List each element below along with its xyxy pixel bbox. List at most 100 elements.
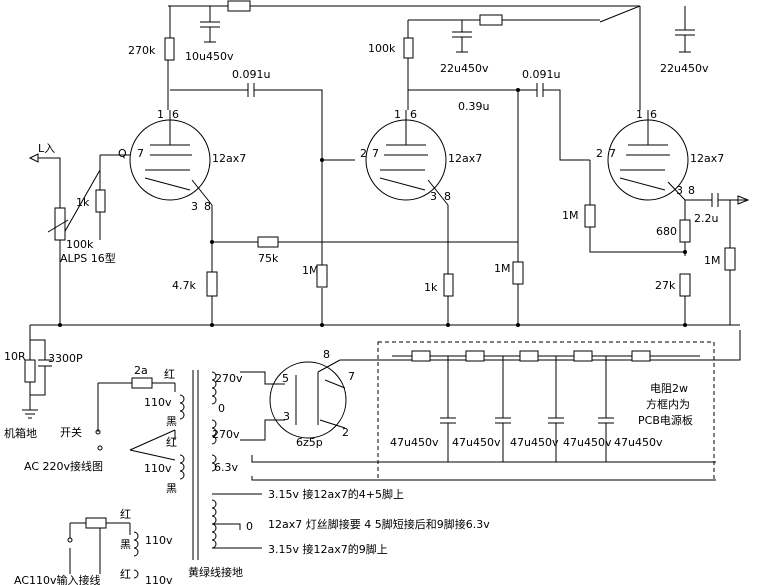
resistor-270k — [164, 37, 175, 61]
label-1m-out: 1M — [704, 254, 721, 267]
label-47u-4: 47u450v — [563, 436, 612, 449]
tube-1-12ax7: 1 6 7 3 8 Q 12ax7 4.7k — [118, 108, 246, 325]
pin-8-t1: 8 — [204, 200, 211, 213]
pin-2-t2: 2 — [360, 147, 367, 160]
label-47u-1: 47u450v — [390, 436, 439, 449]
psu-note-2: 方框内为 — [646, 397, 690, 411]
label-110v-c: 110v — [145, 534, 173, 547]
resistor-1k-cathode — [443, 273, 454, 297]
label-6-3v: 6.3v — [214, 461, 238, 474]
potentiometer[interactable] — [54, 207, 66, 241]
pin-7-rect: 7 — [348, 370, 355, 383]
pin-5-rect: 5 — [282, 372, 289, 385]
resistor-100k — [403, 37, 414, 59]
label-0v: 0 — [218, 402, 225, 415]
resistor-1m-c — [584, 204, 596, 228]
heater-line-1: 3.15v 接12ax7的4+5脚上 — [268, 487, 404, 501]
psu-note-3: PCB电源板 — [638, 413, 693, 427]
label-680: 680 — [656, 225, 677, 238]
pin-8-t2: 8 — [444, 190, 451, 203]
heater-zero: 0 — [246, 520, 253, 533]
pin-3-rect: 3 — [283, 410, 290, 423]
label-red-3: 红 — [120, 508, 131, 521]
ac110-wiring: 红 黑 110v 红 110v AC110v输入接线 — [14, 508, 173, 585]
label-pot-100k: 100k — [66, 238, 94, 251]
label-47u-2: 47u450v — [452, 436, 501, 449]
resistor-27k — [679, 273, 691, 297]
pin-1-t2: 1 — [394, 108, 401, 121]
resistor-1k-grid — [95, 189, 106, 213]
label-1k-cathode: 1k — [424, 281, 438, 294]
label-22u450v-b: 22u450v — [660, 62, 709, 75]
pin-3-t3: 3 — [676, 184, 683, 197]
label-0091u-a: 0.091u — [232, 68, 270, 81]
coupling-1: 0.091u 1M 75k — [170, 68, 518, 325]
label-ground-wire: 黄绿线接地 — [188, 565, 243, 579]
coupling-2: 0.091u 0.39u 1M — [408, 68, 590, 325]
resistor-1m-out — [724, 247, 736, 271]
tube-2-12ax7: 1 6 2 7 3 8 12ax7 1k — [360, 108, 482, 325]
label-270k: 270k — [128, 44, 156, 57]
label-alps: ALPS 16型 — [60, 251, 116, 265]
label-switch: 开关 — [60, 425, 82, 439]
label-270v-a: 270v — [215, 372, 243, 385]
resistor-680 — [679, 219, 691, 243]
label-ac110: AC110v输入接线 — [14, 573, 101, 585]
resistor-10r — [24, 359, 36, 383]
pin-7-t2: 7 — [372, 147, 379, 160]
label-red-2: 红 — [166, 436, 177, 449]
fuse-2a — [131, 377, 153, 389]
pcb-power-board: 47u450v 47u450v 47u450v 47u450v 47u450v … — [377, 341, 715, 481]
label-1m-c: 1M — [562, 209, 579, 222]
label-27k: 27k — [655, 279, 676, 292]
label-1m-b: 1M — [494, 262, 511, 275]
label-black-2: 黑 — [166, 482, 177, 495]
pin-7-t3: 7 — [609, 147, 616, 160]
tube-2-label: 12ax7 — [448, 152, 482, 165]
label-black-3: 黑 — [120, 538, 131, 551]
pin-2-rect: 2 — [342, 426, 349, 439]
chassis-ground: 10R 3300P 机箱地 — [4, 325, 83, 440]
label-1m-a: 1M — [302, 264, 319, 277]
label-0091u-b: 0.091u — [522, 68, 560, 81]
pin-1-t3: 1 — [636, 108, 643, 121]
psu-note-1: 电阻2w — [650, 382, 688, 395]
label-red-1: 红 — [164, 368, 175, 381]
resistor-top-1 — [227, 0, 251, 12]
label-3300p: 3300P — [48, 352, 83, 365]
label-q: Q — [118, 147, 127, 160]
tube-3-12ax7: 1 6 2 7 3 8 12ax7 1M 680 27k 2.2u 1M — [562, 108, 750, 325]
label-270v-b: 270v — [212, 428, 240, 441]
label-110v-d: 110v — [145, 574, 173, 585]
heater-line-3: 3.15v 接12ax7的9脚上 — [268, 542, 388, 556]
label-6z5p: 6z5p — [296, 436, 323, 449]
transformer-primary: 2a 红 110v 黑 红 110v 黑 开关 AC 220v接线图 — [24, 364, 199, 560]
pin-6-t3: 6 — [650, 108, 657, 121]
pin-3-t1: 3 — [191, 200, 198, 213]
resistor-top-2 — [479, 14, 503, 26]
pin-3-t2: 3 — [430, 190, 437, 203]
label-039u: 0.39u — [458, 100, 489, 113]
label-l-in: L入 — [38, 142, 55, 155]
label-47u-5: 47u450v — [614, 436, 663, 449]
rectifier-6z5p: 5 3 8 7 2 6z5p — [269, 330, 741, 449]
pin-8-t3: 8 — [688, 184, 695, 197]
tube-3-label: 12ax7 — [690, 152, 724, 165]
pin-8-rect: 8 — [323, 348, 330, 361]
label-1k-grid: 1k — [76, 196, 90, 209]
resistor-75k — [257, 236, 279, 248]
label-100k-plate: 100k — [368, 42, 396, 55]
tube-1-label: 12ax7 — [212, 152, 246, 165]
label-110v-a: 110v — [144, 396, 172, 409]
label-2a: 2a — [134, 364, 148, 377]
label-2-2u: 2.2u — [694, 212, 718, 225]
label-black-1: 黑 — [166, 415, 177, 428]
pin-6-t2: 6 — [410, 108, 417, 121]
heater-line-2: 12ax7 灯丝脚接要 4 5脚短接后和9脚接6.3v — [268, 517, 490, 531]
pin-7-t1: 7 — [137, 147, 144, 160]
pin-2-t3: 2 — [596, 147, 603, 160]
label-47u-3: 47u450v — [510, 436, 559, 449]
pin-1-t1: 1 — [157, 108, 164, 121]
label-110v-b: 110v — [144, 462, 172, 475]
